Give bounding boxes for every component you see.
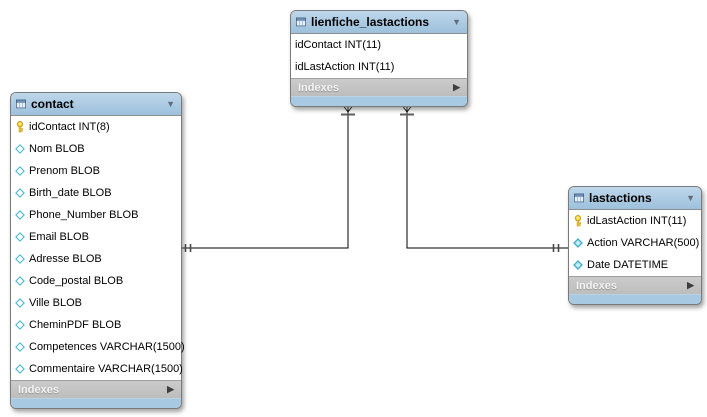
column-label: Code_postal BLOB bbox=[29, 275, 124, 287]
column-diamond-outline-icon bbox=[15, 166, 25, 176]
column-list: idContact INT(11) idLastAction INT(11) bbox=[291, 34, 467, 78]
indexes-label: Indexes bbox=[298, 81, 339, 94]
table-icon bbox=[16, 98, 26, 110]
column-label: idContact INT(8) bbox=[29, 121, 110, 133]
column-diamond-outline-icon bbox=[15, 298, 25, 308]
column-row[interactable]: Phone_Number BLOB bbox=[11, 204, 181, 226]
indexes-label: Indexes bbox=[18, 383, 59, 396]
column-diamond-filled-icon bbox=[573, 260, 583, 270]
indexes-bar[interactable]: Indexes ▶ bbox=[569, 276, 701, 294]
column-row[interactable]: idLastAction INT(11) bbox=[291, 56, 467, 78]
column-label: idContact INT(11) bbox=[295, 39, 381, 51]
table-footer bbox=[11, 398, 181, 408]
one-mandatory-ticks-icon bbox=[184, 244, 192, 252]
table-footer bbox=[291, 96, 467, 106]
column-diamond-outline-icon bbox=[15, 364, 25, 374]
collapse-table-icon[interactable]: ▼ bbox=[452, 16, 461, 27]
column-diamond-outline-icon bbox=[15, 276, 25, 286]
column-label: Competences VARCHAR(1500) bbox=[29, 341, 185, 353]
indexes-bar[interactable]: Indexes ▶ bbox=[11, 380, 181, 398]
column-row[interactable]: Date DATETIME bbox=[569, 254, 701, 276]
table-header-contact[interactable]: contact ▼ bbox=[11, 93, 181, 116]
table-lastactions: lastactions ▼ idLastAction INT(11) Action… bbox=[568, 186, 702, 305]
column-list: idContact INT(8) Nom BLOB Prenom BLOB Birth… bbox=[11, 116, 185, 380]
column-label: Prenom BLOB bbox=[29, 165, 100, 177]
column-row[interactable]: Birth_date BLOB bbox=[11, 182, 181, 204]
indexes-bar[interactable]: Indexes ▶ bbox=[291, 78, 467, 96]
column-label: Adresse BLOB bbox=[29, 253, 102, 265]
column-row[interactable]: Ville BLOB bbox=[11, 292, 181, 314]
column-diamond-outline-icon bbox=[15, 188, 25, 198]
relationship-lastactions-lienfiche[interactable] bbox=[400, 103, 568, 252]
table-title: lienfiche_lastactions bbox=[311, 15, 430, 29]
column-row[interactable]: Email BLOB bbox=[11, 226, 181, 248]
column-diamond-outline-icon bbox=[15, 254, 25, 264]
relationship-contact-lienfiche[interactable] bbox=[180, 103, 355, 252]
collapse-table-icon[interactable]: ▼ bbox=[686, 192, 695, 203]
table-contact: contact ▼ idContact INT(8) Nom BLOB Prenom… bbox=[10, 92, 185, 409]
column-diamond-filled-icon bbox=[573, 238, 583, 248]
column-row[interactable]: Nom BLOB bbox=[11, 138, 181, 160]
column-row[interactable]: Adresse BLOB bbox=[11, 248, 181, 270]
column-diamond-outline-icon bbox=[15, 320, 25, 330]
table-icon bbox=[574, 192, 584, 204]
table-footer bbox=[569, 294, 701, 304]
column-row[interactable]: idContact INT(11) bbox=[291, 34, 467, 56]
collapse-table-icon[interactable]: ▼ bbox=[166, 98, 175, 109]
column-label: Birth_date BLOB bbox=[29, 187, 112, 199]
column-row[interactable]: Commentaire VARCHAR(1500) bbox=[11, 358, 183, 380]
column-row[interactable]: Competences VARCHAR(1500) bbox=[11, 336, 185, 358]
column-diamond-outline-icon bbox=[15, 144, 25, 154]
table-title: lastactions bbox=[589, 191, 652, 205]
column-label: Nom BLOB bbox=[29, 143, 85, 155]
table-header-lastactions[interactable]: lastactions ▼ bbox=[569, 187, 701, 210]
column-label: Date DATETIME bbox=[587, 259, 669, 271]
table-title: contact bbox=[31, 97, 74, 111]
column-label: idLastAction INT(11) bbox=[295, 61, 395, 73]
table-icon bbox=[296, 16, 306, 28]
column-label: Ville BLOB bbox=[29, 297, 82, 309]
column-label: Phone_Number BLOB bbox=[29, 209, 139, 221]
column-label: idLastAction INT(11) bbox=[587, 215, 687, 227]
column-label: Commentaire VARCHAR(1500) bbox=[29, 363, 183, 375]
column-diamond-outline-icon bbox=[15, 342, 25, 352]
column-row[interactable]: idLastAction INT(11) bbox=[569, 210, 701, 232]
column-row[interactable]: Prenom BLOB bbox=[11, 160, 181, 182]
expand-indexes-icon[interactable]: ▶ bbox=[167, 384, 174, 394]
column-row[interactable]: Action VARCHAR(500) bbox=[569, 232, 701, 254]
column-row[interactable]: CheminPDF BLOB bbox=[11, 314, 181, 336]
expand-indexes-icon[interactable]: ▶ bbox=[687, 280, 694, 290]
column-label: Action VARCHAR(500) bbox=[587, 237, 700, 249]
primary-key-icon bbox=[15, 121, 25, 133]
expand-indexes-icon[interactable]: ▶ bbox=[453, 82, 460, 92]
column-list: idLastAction INT(11) Action VARCHAR(500) D… bbox=[569, 210, 701, 276]
table-lienfiche-lastactions: lienfiche_lastactions ▼ idContact INT(11… bbox=[290, 10, 468, 107]
column-diamond-outline-icon bbox=[15, 232, 25, 242]
column-row[interactable]: Code_postal BLOB bbox=[11, 270, 181, 292]
column-label: Email BLOB bbox=[29, 231, 89, 243]
column-label: CheminPDF BLOB bbox=[29, 319, 122, 331]
one-mandatory-ticks-icon bbox=[552, 244, 560, 252]
primary-key-icon bbox=[573, 215, 583, 227]
indexes-label: Indexes bbox=[576, 279, 617, 292]
column-row[interactable]: idContact INT(8) bbox=[11, 116, 181, 138]
column-diamond-outline-icon bbox=[15, 210, 25, 220]
table-header-lienfiche-lastactions[interactable]: lienfiche_lastactions ▼ bbox=[291, 11, 467, 34]
